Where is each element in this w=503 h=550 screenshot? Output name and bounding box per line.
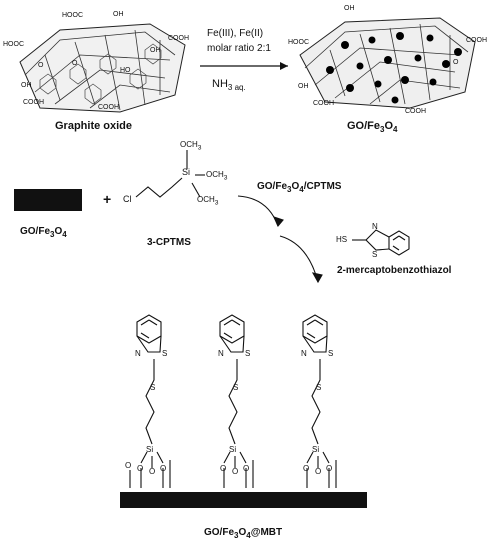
mbt-n: N <box>372 222 378 231</box>
graphite-oxide-sheet <box>19 23 186 113</box>
chain3-o-b: O <box>315 467 322 476</box>
go-label-hooc-1: HOOC <box>62 12 83 19</box>
chain2-n: N <box>218 349 224 358</box>
chain1-s-link: S <box>150 383 156 392</box>
gofe-label-o-1: O <box>453 59 459 66</box>
chain2-s-link: S <box>233 383 239 392</box>
chain3-n: N <box>301 349 307 358</box>
chain3-o-a: O <box>303 464 310 473</box>
cptms-si: Si <box>182 167 191 177</box>
chain2-s-ring: S <box>245 349 251 358</box>
gofe-label-cooh-1: COOH <box>466 37 487 44</box>
cptms-och3-right: OCH3 <box>206 170 228 182</box>
reagent-iron-salts: Fe(III), Fe(II) <box>207 28 264 39</box>
go-label-oh-2: OH <box>150 47 161 54</box>
mbt-structure <box>352 229 410 256</box>
final-product-label: GO/Fe3O4@MBT <box>204 527 283 540</box>
go-fe3o4-support-label: GO/Fe3O4 <box>20 226 67 239</box>
gofe-label-cooh-2: COOH <box>313 100 334 107</box>
go-label-hooc-2: HOOC <box>3 41 24 48</box>
chain1-n: N <box>135 349 141 358</box>
chain1-s-ring: S <box>162 349 168 358</box>
cptms-structure <box>135 150 205 198</box>
chain1-o-a: O <box>137 464 144 473</box>
cptms-och3-bottom: OCH3 <box>197 195 219 207</box>
plus-sign: + <box>103 191 112 207</box>
gofe-label-hooc-1: HOOC <box>288 39 309 46</box>
chain3-si: Si <box>312 445 320 454</box>
chain1-o-c: O <box>160 464 167 473</box>
reagent-molar-ratio: molar ratio 2:1 <box>207 43 271 54</box>
grafted-chains <box>129 314 337 488</box>
chain1-si: Si <box>146 445 154 454</box>
chain3-s-ring: S <box>328 349 334 358</box>
go-label-cooh-3: COOH <box>98 104 119 111</box>
go-label-oh-3: OH <box>21 82 32 89</box>
mbt-s: S <box>372 250 378 259</box>
chain1-o-b: O <box>149 467 156 476</box>
gofe-label-oh-1: OH <box>344 5 355 12</box>
reaction-arrow <box>200 62 288 70</box>
chain3-o-c: O <box>326 464 333 473</box>
cptms-cl: Cl <box>123 194 132 204</box>
go-fe3o4-label: GO/Fe3O4 <box>347 120 398 135</box>
curved-arrows <box>237 195 323 284</box>
intermediate-label: GO/Fe3O4/CPTMS <box>257 181 342 194</box>
go-label-ho-1: HO <box>120 67 131 74</box>
chain1-o-d: O <box>125 461 132 470</box>
mbt-label: 2-mercaptobenzothiazol <box>337 265 452 276</box>
gofe-label-oh-2: OH <box>298 83 309 90</box>
go-label-cooh-2: COOH <box>23 99 44 106</box>
gofe-label-cooh-3: COOH <box>405 108 426 115</box>
reagent-ammonia: NH3 aq. <box>212 78 246 93</box>
grafted-chain-3 <box>302 314 337 488</box>
cptms-och3-top: OCH3 <box>180 140 202 152</box>
grafted-chain-1 <box>136 314 171 488</box>
go-label-o-2: O <box>72 60 78 67</box>
go-fe3o4-bar <box>14 189 82 211</box>
grafted-chain-2 <box>219 314 254 488</box>
chain2-si: Si <box>229 445 237 454</box>
go-label-oh-1: OH <box>113 11 124 18</box>
go-label-o-1: O <box>38 62 44 69</box>
chain3-s-link: S <box>316 383 322 392</box>
chain2-o-b: O <box>232 467 239 476</box>
graphite-oxide-label: Graphite oxide <box>55 120 133 132</box>
go-fe3o4-sheet <box>299 17 476 109</box>
mbt-hs: HS <box>336 235 348 244</box>
final-support-bar <box>120 492 367 508</box>
go-label-cooh-1: COOH <box>168 35 189 42</box>
chain2-o-c: O <box>243 464 250 473</box>
cptms-label: 3-CPTMS <box>147 237 191 248</box>
chain2-o-a: O <box>220 464 227 473</box>
